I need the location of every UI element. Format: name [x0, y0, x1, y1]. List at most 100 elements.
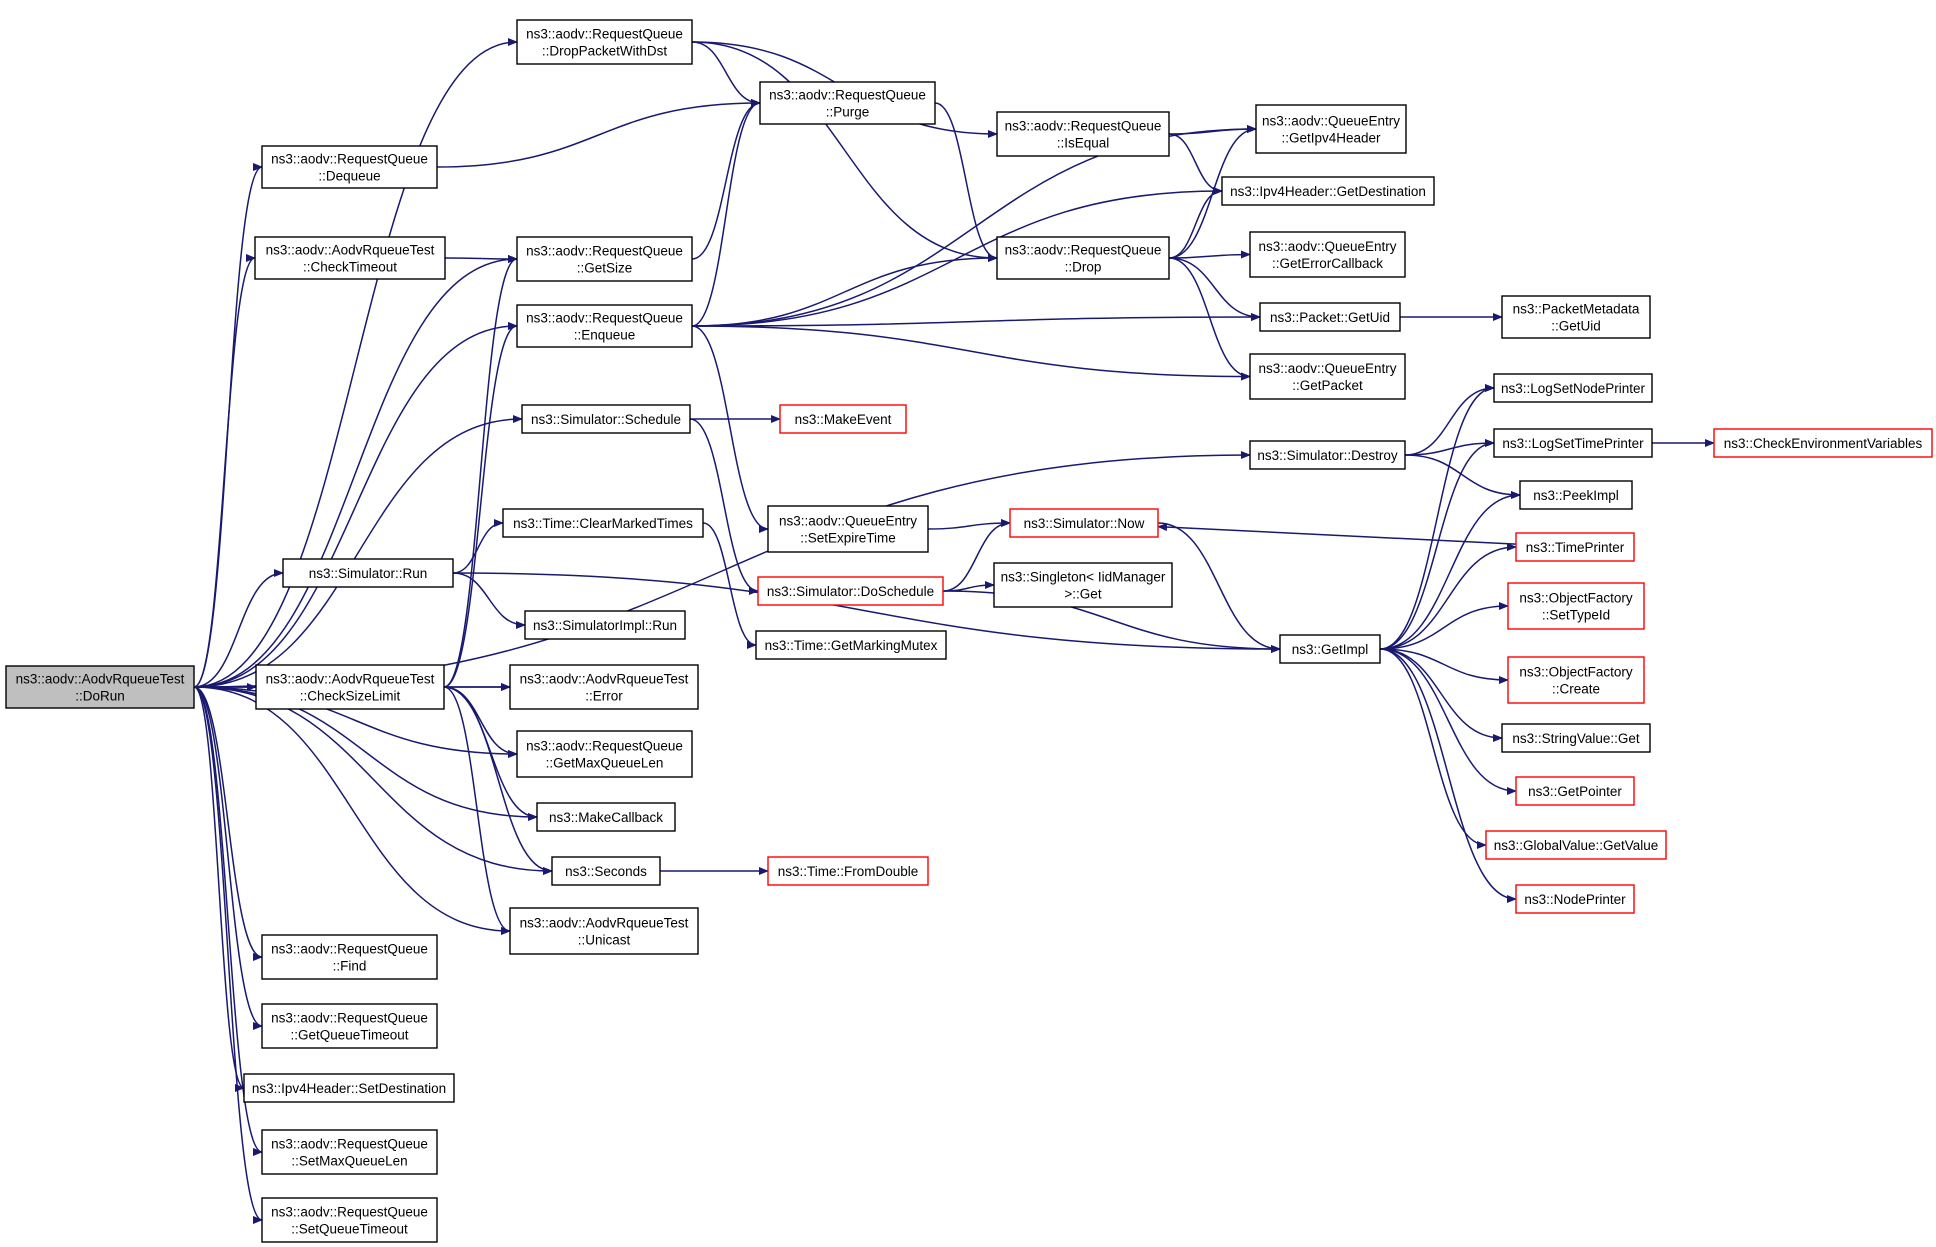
node-clearMarkedTimes[interactable]: ns3::Time::ClearMarkedTimes — [502, 508, 704, 538]
node-box[interactable] — [509, 664, 699, 710]
node-logSetNodePrinter[interactable]: ns3::LogSetNodePrinter — [1493, 373, 1653, 403]
node-box[interactable] — [1279, 634, 1381, 664]
node-dequeue[interactable]: ns3::aodv::RequestQueue::Dequeue — [261, 145, 438, 189]
node-box[interactable] — [261, 934, 438, 980]
node-box[interactable] — [767, 856, 929, 886]
node-box[interactable] — [757, 576, 944, 606]
node-peekImpl[interactable]: ns3::PeekImpl — [1519, 480, 1633, 510]
node-destroy[interactable]: ns3::Simulator::Destroy — [1249, 440, 1406, 470]
node-globalGetValue[interactable]: ns3::GlobalValue::GetValue — [1485, 830, 1667, 860]
node-box[interactable] — [516, 236, 693, 282]
node-logSetTimePrinter[interactable]: ns3::LogSetTimePrinter — [1493, 428, 1653, 458]
node-stringValueGet[interactable]: ns3::StringValue::Get — [1501, 723, 1651, 753]
node-box[interactable] — [516, 19, 693, 65]
node-getIpv4Header[interactable]: ns3::aodv::QueueEntry::GetIpv4Header — [1255, 104, 1407, 154]
node-box[interactable] — [261, 1003, 438, 1049]
node-ipv4GetDestination[interactable]: ns3::Ipv4Header::GetDestination — [1221, 176, 1435, 206]
node-box[interactable] — [5, 665, 195, 709]
node-box[interactable] — [1515, 776, 1635, 806]
node-box[interactable] — [755, 630, 947, 660]
node-box[interactable] — [516, 304, 693, 348]
node-checkTimeout[interactable]: ns3::aodv::AodvRqueueTest::CheckTimeout — [254, 236, 446, 280]
node-getSize[interactable]: ns3::aodv::RequestQueue::GetSize — [516, 236, 693, 282]
node-box[interactable] — [521, 404, 691, 434]
node-simImplRun[interactable]: ns3::SimulatorImpl::Run — [524, 610, 686, 640]
node-unicast[interactable]: ns3::aodv::AodvRqueueTest::Unicast — [509, 907, 699, 955]
node-box[interactable] — [524, 610, 686, 640]
node-getQueueTimeout[interactable]: ns3::aodv::RequestQueue::GetQueueTimeout — [261, 1003, 438, 1049]
node-box[interactable] — [1009, 508, 1159, 538]
node-getPointer[interactable]: ns3::GetPointer — [1515, 776, 1635, 806]
node-box[interactable] — [1519, 480, 1633, 510]
node-setExpireTime[interactable]: ns3::aodv::QueueEntry::SetExpireTime — [767, 505, 929, 553]
node-getPacket[interactable]: ns3::aodv::QueueEntry::GetPacket — [1249, 353, 1406, 400]
node-doSchedule[interactable]: ns3::Simulator::DoSchedule — [757, 576, 944, 606]
node-box[interactable] — [255, 664, 445, 710]
node-box[interactable] — [1501, 295, 1651, 339]
node-schedule[interactable]: ns3::Simulator::Schedule — [521, 404, 691, 434]
node-getImpl[interactable]: ns3::GetImpl — [1279, 634, 1381, 664]
node-box[interactable] — [1713, 428, 1933, 458]
node-box[interactable] — [254, 236, 446, 280]
node-box[interactable] — [1515, 532, 1635, 562]
node-box[interactable] — [261, 1197, 438, 1243]
node-box[interactable] — [261, 145, 438, 189]
node-box[interactable] — [993, 562, 1173, 608]
node-getErrorCallback[interactable]: ns3::aodv::QueueEntry::GetErrorCallback — [1249, 231, 1406, 278]
node-fromDouble[interactable]: ns3::Time::FromDouble — [767, 856, 929, 886]
node-box[interactable] — [551, 856, 661, 886]
node-box[interactable] — [243, 1073, 455, 1103]
node-box[interactable] — [1493, 373, 1653, 403]
node-box[interactable] — [1515, 884, 1635, 914]
node-getMarkingMutex[interactable]: ns3::Time::GetMarkingMutex — [755, 630, 947, 660]
node-box[interactable] — [1249, 231, 1406, 278]
node-simRun[interactable]: ns3::Simulator::Run — [282, 558, 454, 588]
node-ipv4SetDestination[interactable]: ns3::Ipv4Header::SetDestination — [243, 1073, 455, 1103]
node-error[interactable]: ns3::aodv::AodvRqueueTest::Error — [509, 664, 699, 710]
node-setTypeId[interactable]: ns3::ObjectFactory::SetTypeId — [1507, 582, 1645, 630]
node-box[interactable] — [779, 404, 907, 434]
node-box[interactable] — [1485, 830, 1667, 860]
node-box[interactable] — [1259, 302, 1401, 332]
node-box[interactable] — [1501, 723, 1651, 753]
node-packetGetUid[interactable]: ns3::Packet::GetUid — [1259, 302, 1401, 332]
node-nodePrinter[interactable]: ns3::NodePrinter — [1515, 884, 1635, 914]
node-find[interactable]: ns3::aodv::RequestQueue::Find — [261, 934, 438, 980]
node-box[interactable] — [1249, 440, 1406, 470]
node-packetMetadataGetUid[interactable]: ns3::PacketMetadata::GetUid — [1501, 295, 1651, 339]
node-singletonGet[interactable]: ns3::Singleton< IidManager>::Get — [993, 562, 1173, 608]
node-purge[interactable]: ns3::aodv::RequestQueue::Purge — [759, 81, 936, 125]
node-checkEnv[interactable]: ns3::CheckEnvironmentVariables — [1713, 428, 1933, 458]
node-box[interactable] — [536, 802, 676, 832]
node-checkSizeLimit[interactable]: ns3::aodv::AodvRqueueTest::CheckSizeLimi… — [255, 664, 445, 710]
node-box[interactable] — [1249, 353, 1406, 400]
node-enqueue[interactable]: ns3::aodv::RequestQueue::Enqueue — [516, 304, 693, 348]
node-box[interactable] — [509, 907, 699, 955]
node-box[interactable] — [502, 508, 704, 538]
node-makeEvent[interactable]: ns3::MakeEvent — [779, 404, 907, 434]
node-box[interactable] — [1493, 428, 1653, 458]
node-box[interactable] — [996, 111, 1170, 157]
node-getMaxQueueLen[interactable]: ns3::aodv::RequestQueue::GetMaxQueueLen — [516, 730, 693, 778]
node-setQueueTimeout[interactable]: ns3::aodv::RequestQueue::SetQueueTimeout — [261, 1197, 438, 1243]
node-box[interactable] — [1255, 104, 1407, 154]
node-drop[interactable]: ns3::aodv::RequestQueue::Drop — [996, 236, 1170, 280]
node-box[interactable] — [996, 236, 1170, 280]
node-box[interactable] — [759, 81, 936, 125]
node-dorun[interactable]: ns3::aodv::AodvRqueueTest::DoRun — [5, 665, 195, 709]
node-setMaxQueueLen[interactable]: ns3::aodv::RequestQueue::SetMaxQueueLen — [261, 1129, 438, 1175]
node-dropPacketWithDst[interactable]: ns3::aodv::RequestQueue::DropPacketWithD… — [516, 19, 693, 65]
node-simNow[interactable]: ns3::Simulator::Now — [1009, 508, 1159, 538]
node-box[interactable] — [1507, 656, 1645, 704]
node-box[interactable] — [1507, 582, 1645, 630]
node-box[interactable] — [261, 1129, 438, 1175]
node-create[interactable]: ns3::ObjectFactory::Create — [1507, 656, 1645, 704]
node-box[interactable] — [1221, 176, 1435, 206]
node-box[interactable] — [516, 730, 693, 778]
node-timePrinter[interactable]: ns3::TimePrinter — [1515, 532, 1635, 562]
node-seconds[interactable]: ns3::Seconds — [551, 856, 661, 886]
node-makeCallback[interactable]: ns3::MakeCallback — [536, 802, 676, 832]
node-box[interactable] — [282, 558, 454, 588]
node-isEqual[interactable]: ns3::aodv::RequestQueue::IsEqual — [996, 111, 1170, 157]
node-box[interactable] — [767, 505, 929, 553]
